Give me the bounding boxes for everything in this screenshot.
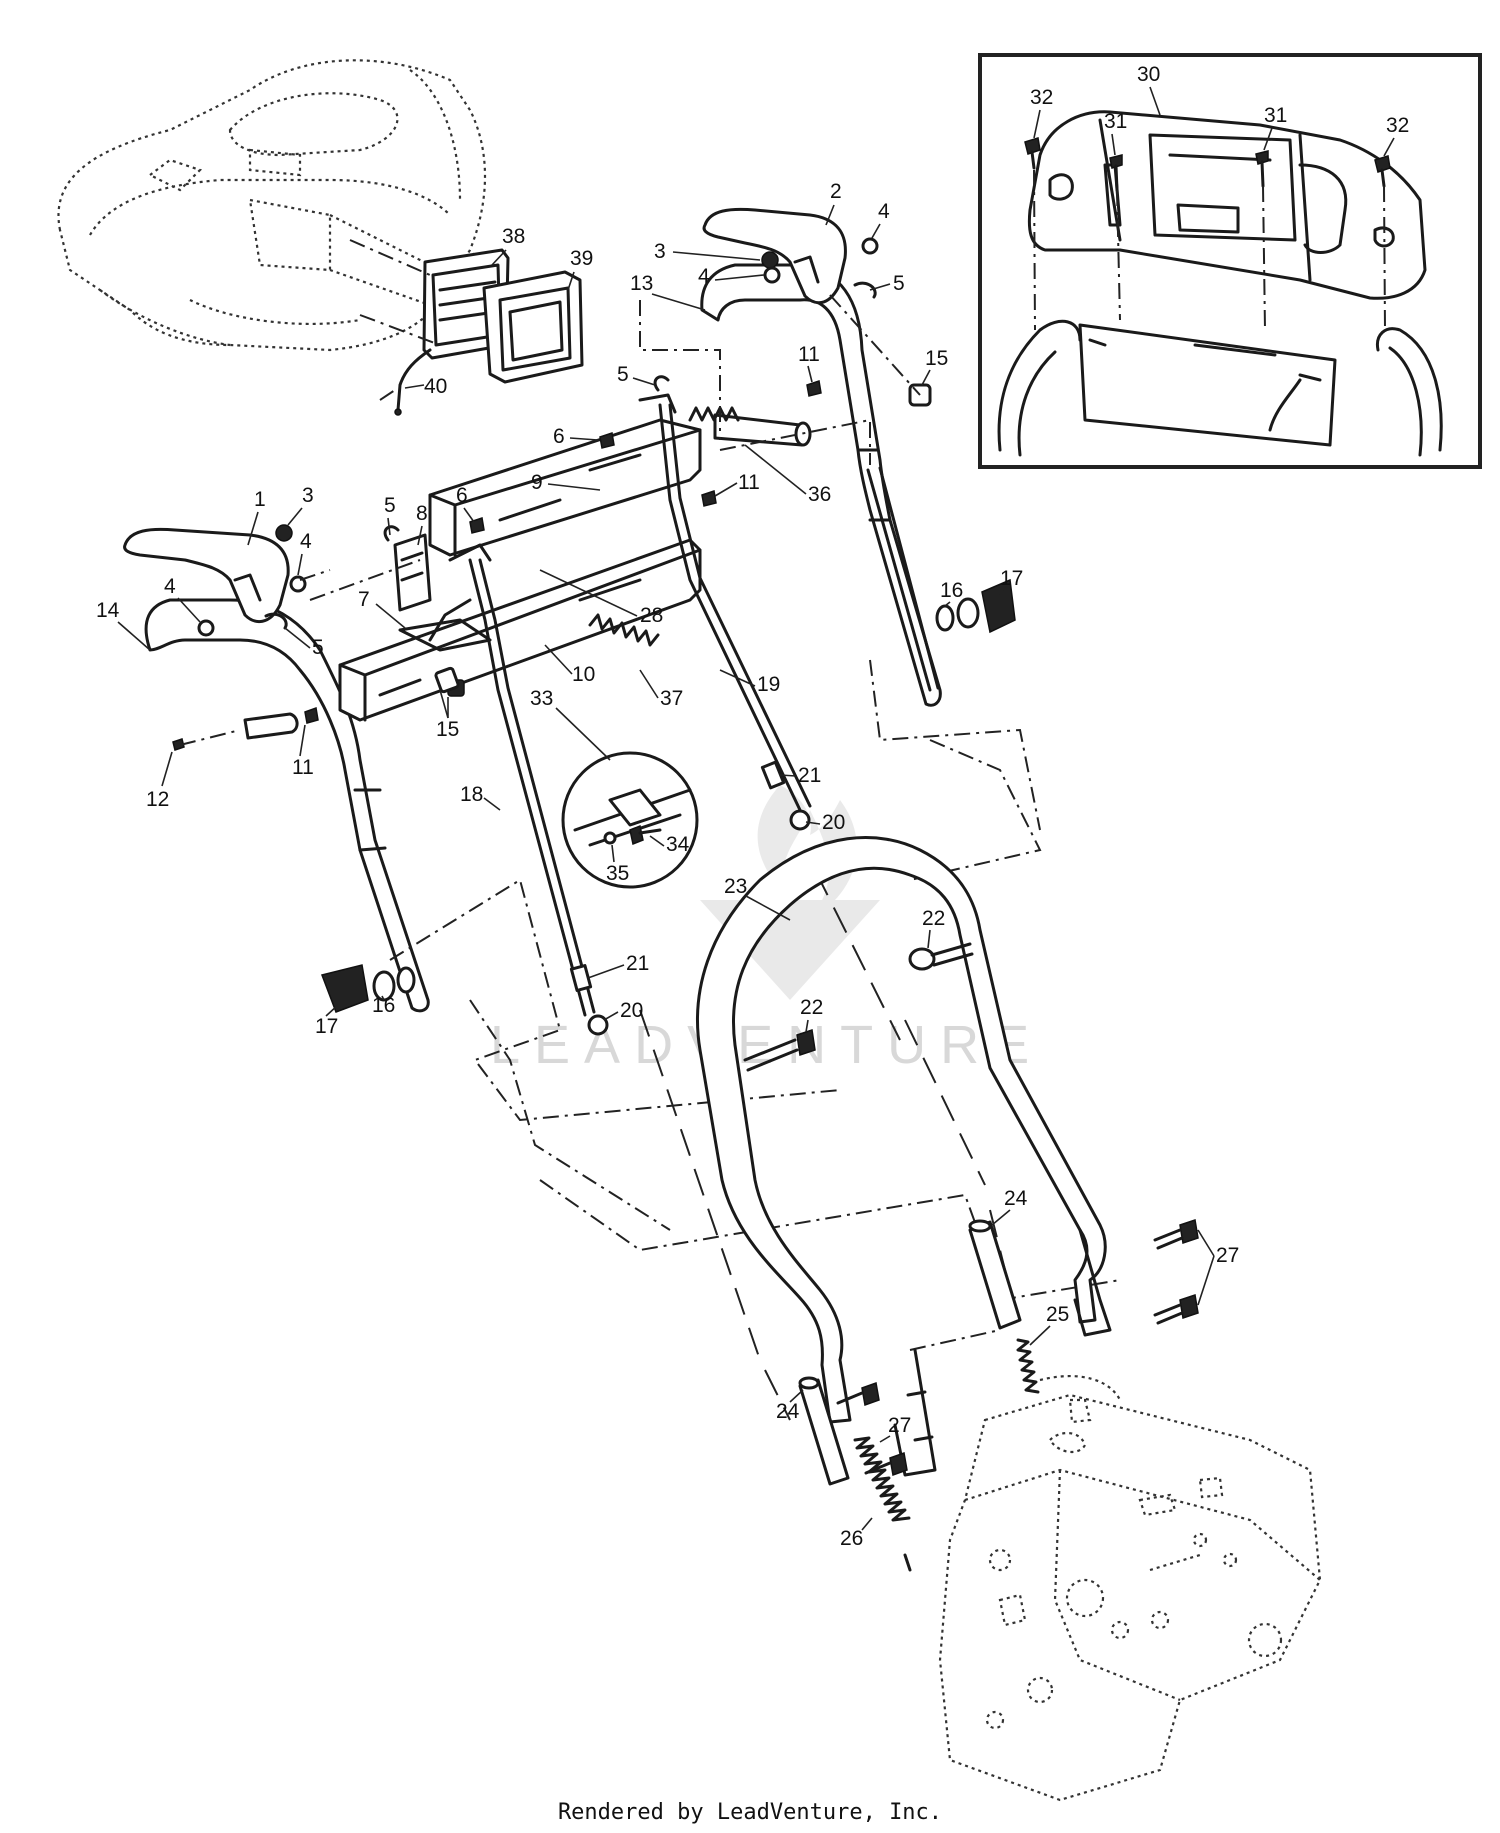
callout-22: 22 bbox=[922, 907, 945, 930]
callout-27: 27 bbox=[1216, 1244, 1239, 1267]
callout-4: 4 bbox=[300, 530, 312, 553]
callout-19: 19 bbox=[757, 673, 780, 696]
callout-30: 30 bbox=[1137, 63, 1160, 86]
callout-25: 25 bbox=[1046, 1303, 1069, 1326]
callout-3: 3 bbox=[654, 240, 666, 263]
callout-10: 10 bbox=[572, 663, 595, 686]
callout-5: 5 bbox=[384, 494, 396, 517]
watermark: LEADVENTURE bbox=[490, 1015, 1043, 1075]
callout-6: 6 bbox=[553, 425, 565, 448]
callout-21: 21 bbox=[798, 764, 821, 787]
spring-37 bbox=[588, 613, 660, 647]
handle-grip-left bbox=[123, 527, 290, 624]
bolt-22-upper bbox=[908, 942, 974, 971]
lower-handle bbox=[696, 836, 1112, 1477]
callout-2: 2 bbox=[830, 180, 842, 203]
callout-7: 7 bbox=[358, 588, 370, 611]
callout-17: 17 bbox=[315, 1015, 338, 1038]
callout-24: 24 bbox=[776, 1400, 800, 1423]
callout-18: 18 bbox=[460, 783, 483, 806]
callout-17: 17 bbox=[1000, 567, 1023, 590]
callout-35: 35 bbox=[606, 862, 629, 885]
callout-40: 40 bbox=[424, 375, 447, 398]
callout-1: 1 bbox=[254, 488, 266, 511]
callout-11: 11 bbox=[292, 756, 314, 779]
callout-31: 31 bbox=[1264, 104, 1287, 127]
bolts-27-left bbox=[836, 1381, 908, 1477]
callout-12: 12 bbox=[146, 788, 169, 811]
control-bracket bbox=[393, 533, 432, 612]
headlight-wire bbox=[394, 348, 432, 416]
callout-32: 32 bbox=[1386, 114, 1409, 137]
spring-25 bbox=[1016, 1338, 1040, 1394]
callout-36: 36 bbox=[808, 483, 831, 506]
callout-23: 23 bbox=[724, 875, 747, 898]
callout-21: 21 bbox=[626, 952, 649, 975]
callout-34: 34 bbox=[666, 833, 690, 856]
callout-31: 31 bbox=[1104, 110, 1127, 133]
callout-39: 39 bbox=[570, 247, 593, 270]
callout-16: 16 bbox=[372, 994, 395, 1017]
callout-32: 32 bbox=[1030, 86, 1053, 109]
chassis-frame bbox=[938, 1375, 1322, 1802]
cable-ends bbox=[569, 760, 811, 1036]
hardware-nuts bbox=[172, 237, 932, 751]
callout-4: 4 bbox=[698, 265, 710, 288]
callout-28: 28 bbox=[640, 604, 663, 627]
callout-15: 15 bbox=[436, 718, 459, 741]
callout-38: 38 bbox=[502, 225, 525, 248]
callout-6: 6 bbox=[456, 484, 468, 507]
callout-15: 15 bbox=[925, 347, 948, 370]
callout-11: 11 bbox=[738, 471, 760, 494]
callout-11: 11 bbox=[798, 343, 820, 366]
callout-13: 13 bbox=[630, 272, 653, 295]
callout-9: 9 bbox=[531, 471, 543, 494]
callout-37: 37 bbox=[660, 687, 683, 710]
callout-26: 26 bbox=[840, 1527, 863, 1550]
callout-14: 14 bbox=[96, 599, 120, 622]
knob-right bbox=[935, 578, 1016, 634]
callout-20: 20 bbox=[620, 999, 643, 1022]
spring-36 bbox=[688, 406, 740, 422]
detail-circle bbox=[561, 751, 699, 889]
callout-5: 5 bbox=[893, 272, 905, 295]
callout-24: 24 bbox=[1004, 1187, 1028, 1210]
center-guides bbox=[349, 239, 441, 401]
control-rod-left bbox=[448, 543, 596, 1017]
bolt-22-lower bbox=[743, 1029, 816, 1072]
bolts-27-right bbox=[1153, 1219, 1199, 1325]
spacer-24-lower bbox=[798, 1376, 850, 1486]
callout-3: 3 bbox=[302, 484, 314, 507]
callout-22: 22 bbox=[800, 996, 823, 1019]
callout-8: 8 bbox=[416, 502, 428, 525]
handle-grip-right bbox=[702, 207, 847, 305]
knob-left bbox=[321, 964, 416, 1013]
callout-5: 5 bbox=[617, 363, 629, 386]
callout-4: 4 bbox=[878, 200, 890, 223]
headlight-lamp bbox=[482, 270, 584, 384]
callout-16: 16 bbox=[940, 579, 963, 602]
assembly-guides bbox=[179, 294, 1121, 1351]
control-rod-right bbox=[638, 393, 812, 812]
callout-33: 33 bbox=[530, 687, 553, 710]
callout-4: 4 bbox=[164, 575, 176, 598]
cross-bar bbox=[428, 418, 702, 557]
callout-5: 5 bbox=[312, 636, 324, 659]
spring-26 bbox=[853, 1436, 912, 1572]
footer-credit: Rendered by LeadVenture, Inc. bbox=[557, 1800, 943, 1825]
inset-panel bbox=[978, 53, 1482, 469]
callout-labels: 1 2 3 3 4 4 4 4 5 5 5 5 6 6 7 8 9 10 1 bbox=[96, 63, 1409, 1550]
callout-27: 27 bbox=[888, 1414, 911, 1437]
dashboard-console bbox=[57, 59, 487, 352]
spacer-24-upper bbox=[968, 1219, 1022, 1330]
callout-20: 20 bbox=[822, 811, 845, 834]
